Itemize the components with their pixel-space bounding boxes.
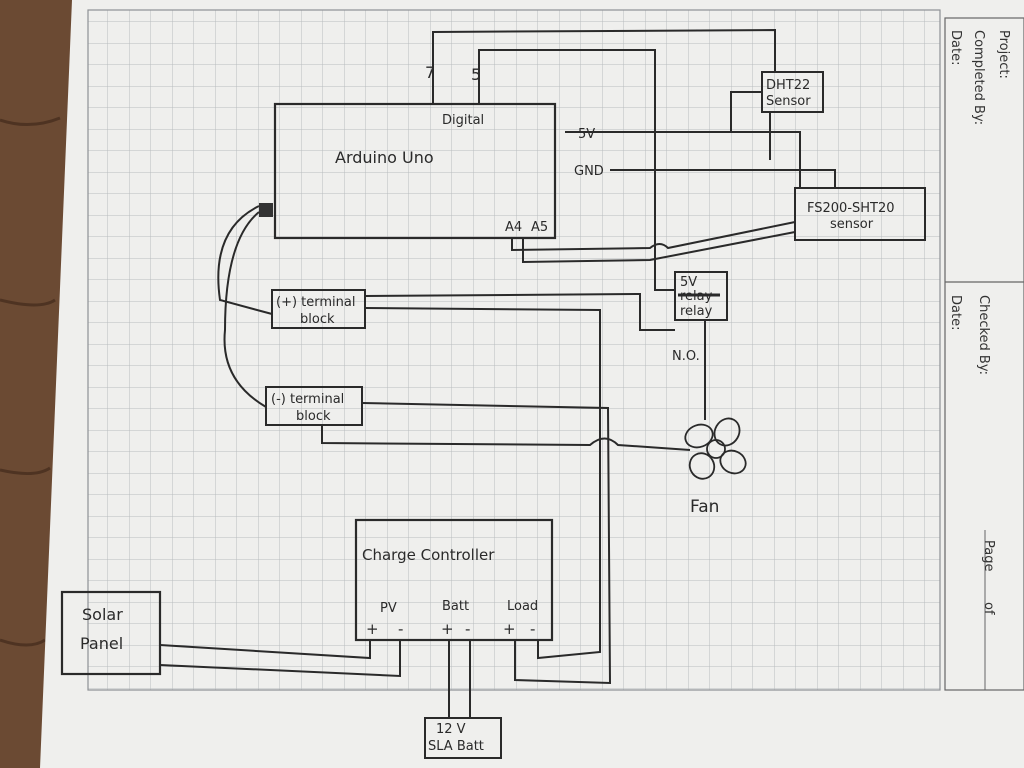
arduino-name: Arduino Uno [335,148,434,167]
arduino-uno: Arduino Uno Digital 5V GND A4 A5 7 5 [259,63,604,240]
cc-load-label: Load [507,599,538,614]
battery-voltage: 12 V [436,722,466,737]
cc-load-plus: + [503,620,516,638]
dht22-label: DHT22 [766,78,810,93]
fs200-sublabel: sensor [830,217,874,232]
fs200-sht20-sensor: FS200-SHT20 sensor [794,187,926,241]
title-block: Project: Completed By: Date: Checked By:… [944,17,1024,691]
neg-terminal-label: (-) terminal [271,392,344,407]
arduino-pin-5: 5 [471,65,481,84]
cc-pv-label: PV [380,601,397,616]
solar-panel-sublabel: Panel [80,634,123,653]
checked-by-label: Checked By: [976,295,991,375]
relay-no-label: N.O. [672,349,700,364]
relay-voltage: 5V [680,275,697,290]
charge-controller-name: Charge Controller [362,546,495,564]
barrel-jack [259,203,273,217]
sla-battery: 12 V SLA Batt [424,717,502,759]
cc-batt-minus: - [465,620,470,638]
arduino-pin-a4: A4 [505,220,522,235]
fan: Fan [684,417,747,517]
solar-panel: Solar Panel [60,590,162,676]
pos-terminal-sublabel: block [300,312,335,327]
battery-label: SLA Batt [428,739,484,754]
arduino-pin-gnd: GND [574,164,604,179]
date-label-1: Date: [948,30,963,65]
arduino-digital-label: Digital [442,113,484,128]
wires [159,28,836,718]
cc-pv-minus: - [398,620,403,638]
cc-batt-plus: + [441,620,454,638]
date-label-2: Date: [948,295,963,330]
dht22-sublabel: Sensor [766,94,811,109]
relay-5v: 5V relay relay N.O. [672,271,728,364]
project-label: Project: [996,30,1011,79]
cc-load-minus: - [530,620,535,638]
pos-terminal-label: (+) terminal [276,295,355,310]
arduino-pin-7: 7 [425,63,435,82]
neg-terminal-sublabel: block [296,409,331,424]
solar-panel-label: Solar [82,605,123,624]
charge-controller: Charge Controller PV Batt Load + - + - +… [354,518,554,642]
arduino-pin-5v: 5V [578,127,595,142]
fan-icon [684,417,747,480]
of-label: of [981,602,996,615]
relay-label: relay [680,304,713,319]
page-label: Page [981,540,996,571]
cc-pv-plus: + [366,620,379,638]
fan-label: Fan [690,497,719,517]
fs200-label: FS200-SHT20 [807,201,895,216]
cc-batt-label: Batt [442,599,469,614]
arduino-pin-a5: A5 [531,220,548,235]
grid-area [87,9,941,691]
completed-by-label: Completed By: [971,30,986,125]
